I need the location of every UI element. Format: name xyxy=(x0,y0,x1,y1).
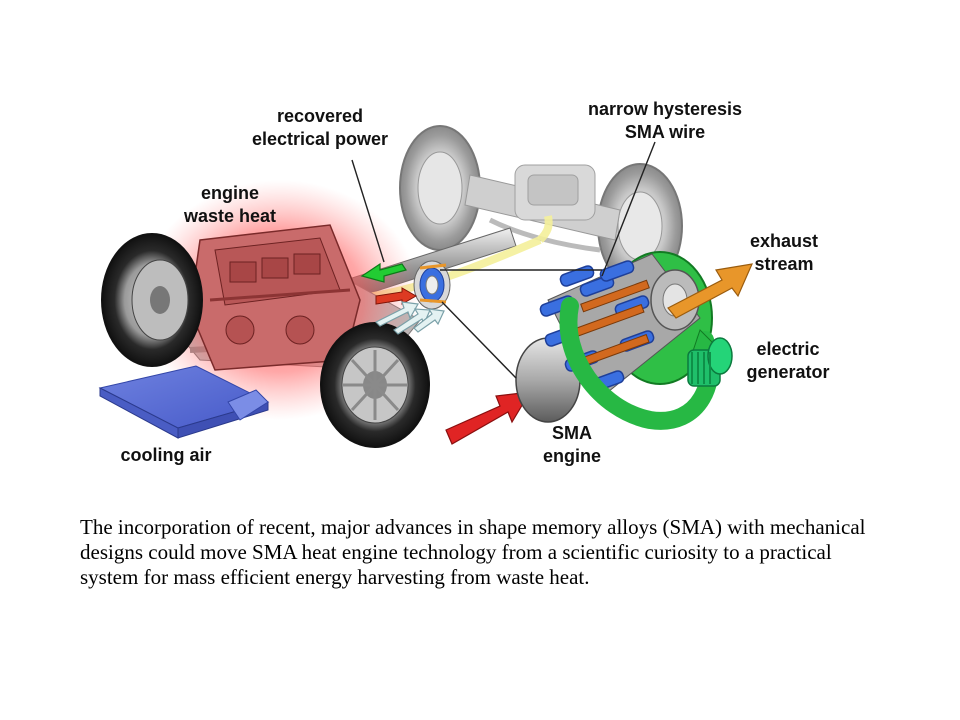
electric-generator-line2: generator xyxy=(746,362,830,382)
front-right-wheel xyxy=(320,322,430,448)
electric-generator-label: electric generator xyxy=(738,338,838,384)
leader-lines xyxy=(351,141,656,379)
exhaust-stream-label: exhaust stream xyxy=(736,230,832,276)
recovered-power-arrow xyxy=(360,262,407,283)
rear-axle-assembly xyxy=(399,125,683,289)
exhaust-stream-line2: stream xyxy=(754,254,814,274)
sma-engine-line1: SMA xyxy=(552,423,592,443)
engine-waste-heat-line2: waste heat xyxy=(183,206,277,226)
small-cooling-arrows xyxy=(374,301,445,335)
recovered-power-line2: electrical power xyxy=(252,129,389,149)
exhaust-stream-line1: exhaust xyxy=(749,231,819,251)
electric-generator xyxy=(687,337,733,387)
recovered-power-label: recovered electrical power xyxy=(252,105,388,151)
narrow-hysteresis-line1: narrow hysteresis xyxy=(587,99,743,119)
cooling-air-block xyxy=(98,365,270,439)
recovered-power-line1: recovered xyxy=(276,106,364,126)
narrow-hysteresis-line2: SMA wire xyxy=(624,122,706,142)
engine-waste-heat-line1: engine xyxy=(200,183,259,203)
electric-generator-line1: electric xyxy=(756,339,820,359)
cooling-air-text: cooling air xyxy=(120,445,212,465)
caption-text: The incorporation of recent, major advan… xyxy=(80,515,866,589)
front-left-wheel xyxy=(101,233,203,367)
sma-engine-large xyxy=(515,251,721,430)
sma-engine-label: SMA engine xyxy=(530,422,614,468)
narrow-hysteresis-label: narrow hysteresis SMA wire xyxy=(572,98,758,144)
sma-engine-line2: engine xyxy=(542,446,601,466)
hot-input-arrow xyxy=(445,391,532,445)
exhaust-arrow xyxy=(667,263,753,319)
sma-module-small xyxy=(413,260,451,310)
small-hot-arrow xyxy=(375,287,418,305)
cooling-air-label: cooling air xyxy=(108,444,224,467)
engine-waste-heat-label: engine waste heat xyxy=(170,182,290,228)
